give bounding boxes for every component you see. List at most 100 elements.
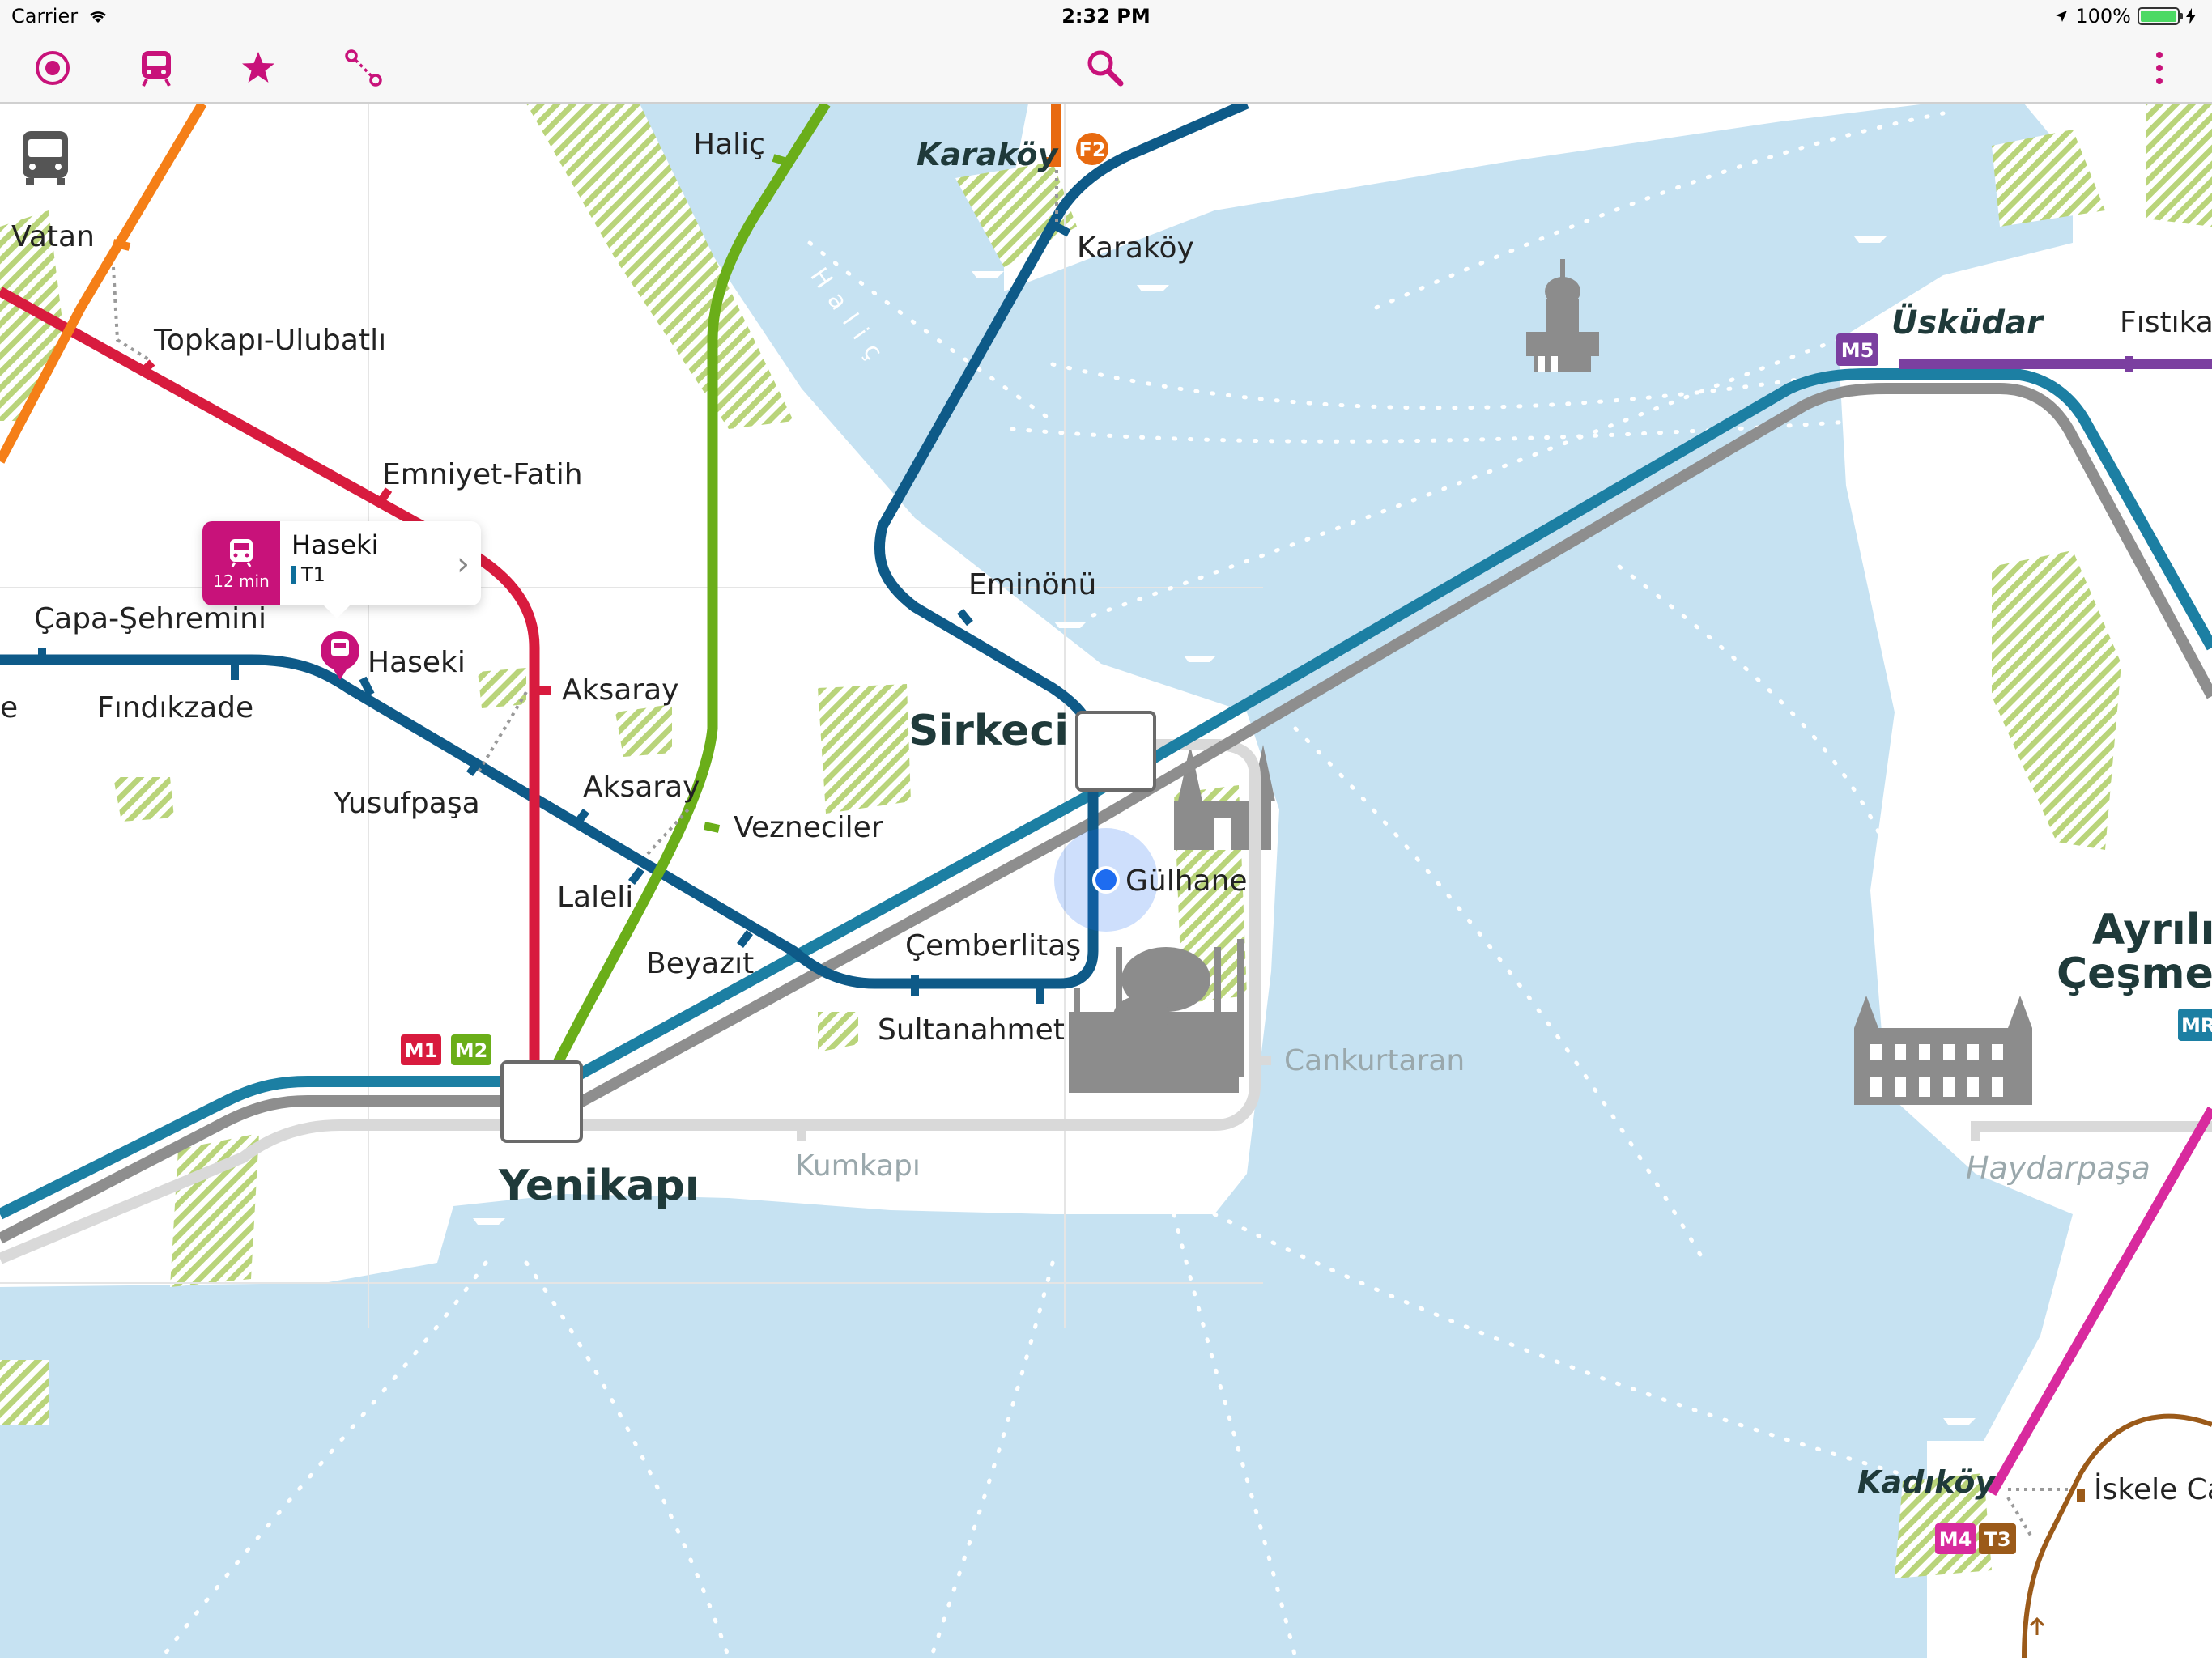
label-haseki[interactable]: Haseki — [368, 646, 466, 679]
label-aksaray-m1[interactable]: Aksaray — [562, 673, 678, 707]
parks — [0, 104, 2212, 1578]
callout-tail — [324, 605, 350, 618]
direction-arrow-icon — [2029, 1616, 2045, 1635]
mr-badge[interactable]: MR — [2178, 1009, 2212, 1041]
label-eminonu[interactable]: Eminönü — [968, 568, 1096, 601]
clock: 2:32 PM — [1061, 5, 1151, 28]
label-vatan[interactable]: Vatan — [11, 220, 95, 253]
metro-lines-button[interactable] — [120, 34, 193, 102]
label-kumkapi[interactable]: Kumkapı — [795, 1149, 921, 1183]
haseki-tram-pin[interactable] — [321, 631, 359, 680]
location-arrow-icon — [2056, 11, 2068, 22]
marmaray-line — [0, 368, 2212, 1244]
label-sultanahmet[interactable]: Sultanahmet — [878, 1013, 1065, 1047]
station-ticks — [38, 154, 2133, 1502]
m4-badge-label: M4 — [1939, 1528, 1972, 1551]
label-cemberlitas[interactable]: Çemberlitaş — [905, 929, 1081, 962]
label-yenikapi[interactable]: Yenikapı — [498, 1162, 700, 1210]
transfer-connectors — [112, 170, 2073, 1540]
orange-line — [0, 100, 207, 464]
m1-badge-label: M1 — [405, 1039, 438, 1062]
label-cankurtaran[interactable]: Cankurtaran — [1284, 1044, 1465, 1077]
label-laleli[interactable]: Laleli — [557, 881, 633, 914]
label-capa[interactable]: Çapa-Şehremini — [34, 602, 266, 635]
label-findikzade[interactable]: Fındıkzade — [97, 691, 253, 724]
label-haydarpasa[interactable]: Haydarpaşa — [1966, 1150, 2150, 1186]
transit-map[interactable]: Haliç — [0, 99, 2212, 1660]
m2-metro-line — [538, 100, 831, 1095]
label-iskele[interactable]: İskele Ca — [2094, 1472, 2212, 1506]
t3-badge[interactable]: T3 — [1979, 1523, 2016, 1554]
battery-icon — [2138, 7, 2183, 25]
label-uskudar[interactable]: Üsküdar — [1891, 303, 2044, 342]
tram-icon — [230, 539, 253, 567]
label-e-partial[interactable]: e — [0, 691, 18, 724]
search-button[interactable] — [1069, 34, 1142, 102]
ferry-routes — [160, 111, 1946, 1660]
label-aksaray-t1[interactable]: Aksaray — [583, 771, 700, 804]
current-location-marker[interactable] — [1054, 828, 1158, 932]
label-beyazit[interactable]: Beyazıt — [646, 947, 754, 980]
wifi-icon — [89, 11, 106, 23]
callout-minutes: 12 min — [213, 571, 270, 591]
f2-badge-label: F2 — [1078, 138, 1105, 161]
location-target-icon — [36, 51, 70, 85]
callout-info: Haseki T1 › — [280, 521, 481, 605]
label-ayrilik-1[interactable]: Ayrılık — [2092, 906, 2212, 954]
chevron-right-icon[interactable]: › — [457, 546, 470, 583]
more-menu-button[interactable] — [2123, 34, 2196, 102]
m4-metro-line — [1987, 1107, 2212, 1496]
route-planner-button[interactable] — [327, 34, 400, 102]
callout-badge: 12 min — [202, 521, 280, 605]
toolbar — [0, 34, 2212, 104]
label-emniyet[interactable]: Emniyet-Fatih — [382, 458, 583, 491]
carrier-text: Carrier — [11, 5, 79, 28]
map-canvas[interactable]: Haliç — [0, 99, 2212, 1660]
land-historic-peninsula — [0, 104, 1279, 1287]
label-kadikoy[interactable]: Kadıköy — [1857, 1464, 1997, 1500]
label-yusufpasa[interactable]: Yusufpaşa — [333, 787, 480, 820]
carrier-label: Carrier — [11, 5, 108, 28]
favorites-button[interactable] — [222, 34, 295, 102]
label-halic[interactable]: Haliç — [693, 128, 765, 161]
line-color-bar — [291, 566, 296, 584]
label-karakoy[interactable]: Karaköy — [1077, 232, 1194, 265]
m5-badge-label: M5 — [1841, 339, 1874, 362]
label-gulhane[interactable]: Gülhane — [1125, 864, 1248, 898]
m1-badge[interactable]: M1 — [401, 1034, 441, 1065]
interchange-sirkeci[interactable] — [1075, 711, 1156, 792]
f2-badge[interactable]: F2 — [1076, 133, 1108, 165]
m2-badge[interactable]: M2 — [451, 1034, 491, 1065]
landmark-haydarpasa-station — [1854, 996, 2032, 1105]
battery-percent: 100% — [2075, 5, 2131, 28]
label-karakoy-f2[interactable]: Karaköy — [917, 137, 1059, 172]
charging-bolt-icon — [2186, 8, 2196, 24]
metro-train-icon — [142, 51, 171, 87]
suburban-ticks — [797, 1056, 1980, 1141]
callout-station-name: Haseki — [291, 529, 379, 560]
station-callout[interactable]: 12 min Haseki T1 › — [202, 521, 481, 618]
station-labels: Haliç Karaköy Karaköy Vatan Topkapı-Ulub… — [0, 128, 2212, 1506]
label-vezneciler[interactable]: Vezneciler — [734, 811, 883, 844]
m4-badge[interactable]: M4 — [1935, 1523, 1976, 1554]
callout-line: T1 — [291, 563, 470, 586]
label-fistikagaci[interactable]: Fıstıkağ — [2120, 306, 2212, 339]
m5-badge[interactable]: M5 — [1836, 333, 1878, 366]
label-sirkeci[interactable]: Sirkeci — [908, 707, 1069, 755]
t3-badge-label: T3 — [1984, 1528, 2010, 1551]
label-topkapi[interactable]: Topkapı-Ulubatlı — [153, 324, 386, 357]
more-menu-icon — [2156, 52, 2163, 84]
location-target-button[interactable] — [16, 34, 89, 102]
landmark-blue-mosque — [1069, 939, 1244, 1093]
favorites-star-icon — [242, 52, 274, 83]
bus-icon[interactable] — [23, 131, 68, 185]
label-ayrilik-2[interactable]: Çeşmesi — [2057, 949, 2212, 998]
search-icon — [1087, 50, 1124, 87]
status-bar: Carrier 2:32 PM 100% — [0, 0, 2212, 34]
interchange-yenikapi[interactable] — [500, 1060, 583, 1143]
route-icon — [345, 49, 382, 87]
m2-badge-label: M2 — [455, 1039, 488, 1062]
t3-tram-line — [2022, 1413, 2212, 1659]
land-beyoglu — [858, 104, 1927, 291]
suburban-lines — [0, 739, 2212, 1264]
